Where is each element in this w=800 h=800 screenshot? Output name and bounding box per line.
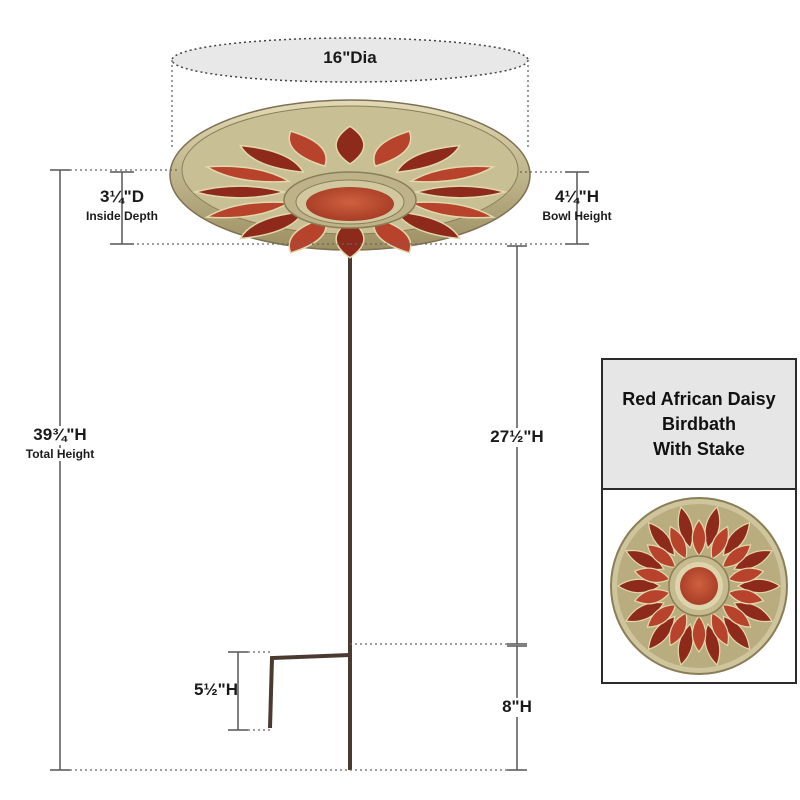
product-title-line-2: Birdbath — [662, 413, 736, 434]
product-card: Red African Daisy Birdbath With Stake — [601, 358, 797, 684]
top-view-petal — [721, 544, 752, 568]
total-height-label: Total Height — [10, 447, 110, 462]
bowl-petal — [408, 165, 496, 183]
bowl-petal — [238, 144, 305, 174]
total-height-value: 39¾"H — [15, 425, 105, 445]
stake-height-value: 27½"H — [477, 427, 557, 447]
top-view-petal — [721, 604, 752, 628]
bowl-petal — [395, 144, 462, 174]
top-view-petal — [633, 567, 671, 584]
inside-depth-label: Inside Depth — [85, 209, 158, 223]
spike-height-value: 5½"H — [194, 680, 238, 699]
top-view-petal — [710, 612, 729, 647]
bowl-height-label: Bowl Height — [542, 209, 612, 223]
dimension-lines — [50, 169, 589, 771]
product-title-line-1: Red African Daisy — [622, 388, 776, 409]
bowl-petal — [335, 125, 365, 165]
top-view-petal — [727, 588, 765, 605]
top-view-petal — [691, 614, 707, 654]
bowl-petal — [395, 210, 462, 240]
bowl-petal — [413, 185, 509, 199]
dotted-guides — [60, 169, 577, 771]
top-view-petal — [727, 567, 765, 584]
diameter-label: 16"Dia — [323, 48, 377, 67]
bowl-petal — [408, 201, 496, 219]
bowl-top-view-icon — [610, 497, 788, 675]
bowl-petal — [204, 165, 292, 183]
product-title-line-3: With Stake — [653, 438, 745, 459]
top-view-petal — [646, 604, 677, 628]
bowl-petal — [335, 219, 365, 259]
bowl-petal — [204, 201, 292, 219]
top-view-petal — [710, 525, 729, 560]
birdbath-bowl — [169, 99, 531, 259]
top-view-petal — [669, 612, 688, 647]
bowl-petal — [238, 210, 305, 240]
bowl-height-value: 4¼"H — [555, 187, 599, 206]
ground-height-value: 8"H — [482, 697, 552, 717]
bowl-petal — [191, 185, 287, 199]
bowl-petal — [288, 130, 327, 168]
inside-depth-value: 3¼"D — [100, 187, 144, 206]
top-view-petal — [646, 544, 677, 568]
bowl-petal — [373, 130, 412, 168]
top-view-petal — [691, 518, 707, 558]
product-card-title: Red African Daisy Birdbath With Stake — [603, 360, 795, 490]
stake — [268, 245, 352, 770]
top-view-petal — [633, 588, 671, 605]
top-view-petal — [669, 525, 688, 560]
